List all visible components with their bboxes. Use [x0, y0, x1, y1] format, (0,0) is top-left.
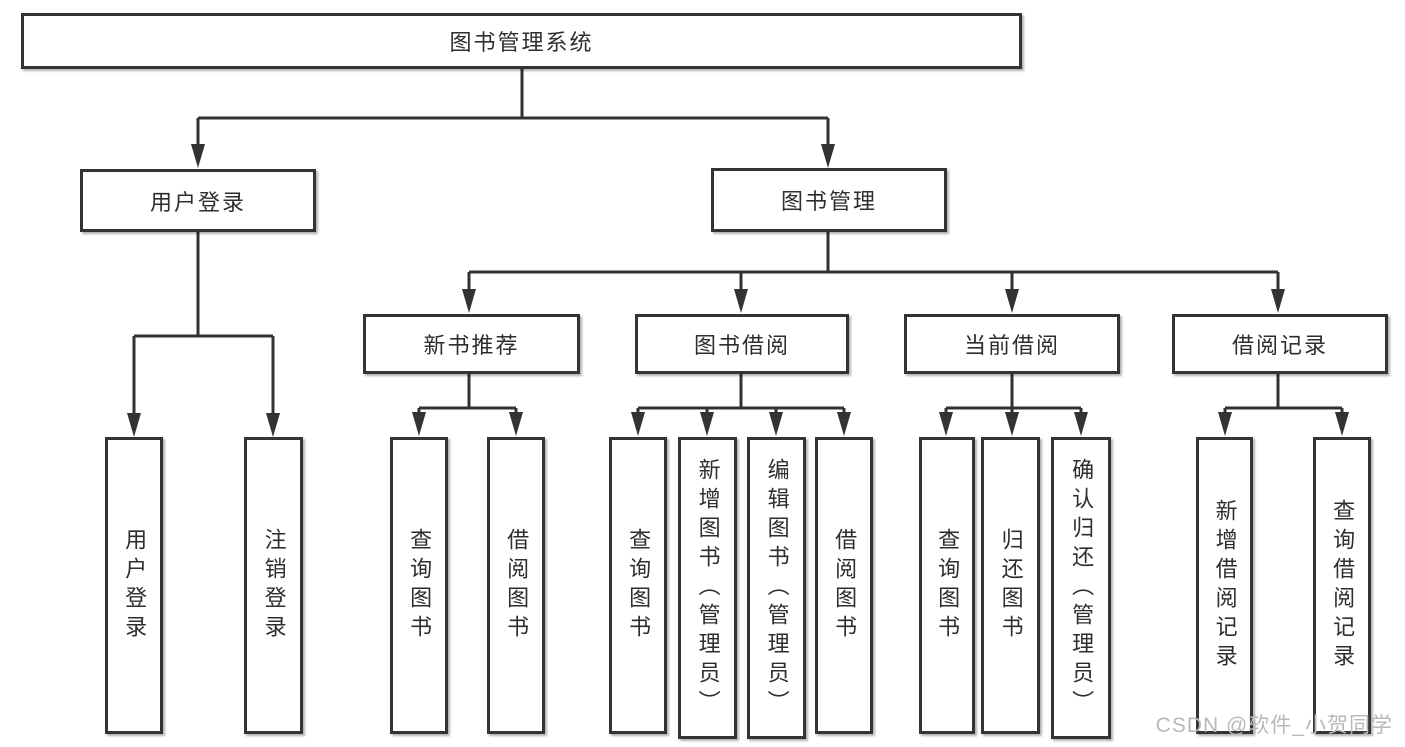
node-label: 用户登录	[149, 189, 246, 215]
leaf-label: 用户登录	[122, 527, 148, 644]
leaf-add-borrow-record: 新增借阅记录	[1196, 437, 1253, 734]
leaf-label: 编辑图书（管理员）	[764, 457, 790, 719]
leaf-borrow-books-recommend: 借阅图书	[487, 437, 545, 734]
arrowhead	[462, 289, 476, 313]
leaf-label: 查询借阅记录	[1330, 498, 1356, 673]
leaf-borrow-books: 借阅图书	[815, 437, 873, 734]
arrowhead	[1005, 289, 1019, 313]
node-current-borrow: 当前借阅	[904, 314, 1120, 374]
node-label: 新书推荐	[423, 333, 520, 358]
node-label: 图书管理	[780, 189, 877, 214]
node-borrow-records: 借阅记录	[1172, 314, 1388, 374]
arrowhead	[939, 412, 953, 436]
leaf-label: 归还图书	[998, 527, 1024, 644]
node-book-management: 图书管理	[711, 168, 947, 232]
arrowhead	[837, 412, 851, 436]
csdn-watermark: CSDN @软件_小贺同学	[1155, 714, 1393, 737]
leaf-search-borrow-record: 查询借阅记录	[1313, 437, 1371, 734]
arrowhead	[509, 412, 523, 436]
arrowhead	[1271, 289, 1285, 313]
arrowhead	[700, 412, 714, 436]
leaf-search-books-recommend: 查询图书	[390, 437, 448, 734]
leaf-label: 查询图书	[626, 527, 652, 644]
leaf-add-book-admin: 新增图书（管理员）	[678, 437, 737, 739]
leaf-label: 注销登录	[261, 527, 287, 644]
leaf-logout: 注销登录	[244, 437, 303, 734]
leaf-return-book: 归还图书	[981, 437, 1040, 734]
node-label: 借阅记录	[1231, 333, 1328, 358]
arrowhead	[127, 413, 141, 437]
arrowhead	[191, 144, 205, 168]
arrowhead	[412, 412, 426, 436]
arrowhead	[266, 413, 280, 437]
node-user-login: 用户登录	[80, 169, 316, 232]
arrowhead-group	[127, 144, 1349, 437]
arrowhead	[821, 144, 835, 168]
leaf-user-login: 用户登录	[105, 437, 163, 734]
node-label: 图书借阅	[693, 333, 790, 358]
arrowhead	[1218, 412, 1232, 436]
node-new-book-recommend: 新书推荐	[363, 314, 580, 374]
leaf-label: 借阅图书	[504, 527, 530, 644]
node-book-borrow: 图书借阅	[635, 314, 849, 374]
arrowhead	[1005, 412, 1019, 436]
node-library-system: 图书管理系统	[21, 13, 1022, 69]
leaf-search-books-borrow: 查询图书	[609, 437, 667, 734]
arrowhead	[1074, 412, 1088, 436]
arrowhead	[631, 412, 645, 436]
leaf-label: 新增图书（管理员）	[695, 457, 721, 719]
connector-paths	[132, 69, 1344, 416]
node-label: 图书管理系统	[449, 30, 594, 55]
leaf-confirm-return-admin: 确认归还（管理员）	[1051, 437, 1111, 739]
leaf-label: 新增借阅记录	[1212, 498, 1238, 673]
node-label: 当前借阅	[963, 333, 1060, 358]
leaf-search-books-current: 查询图书	[919, 437, 975, 734]
leaf-label: 查询图书	[935, 527, 961, 644]
arrowhead	[1335, 412, 1349, 436]
leaf-edit-book-admin: 编辑图书（管理员）	[747, 437, 806, 739]
arrowhead	[769, 412, 783, 436]
leaf-label: 查询图书	[407, 527, 433, 644]
leaf-label: 确认归还（管理员）	[1069, 457, 1095, 719]
arrowhead	[734, 289, 748, 313]
leaf-label: 借阅图书	[832, 527, 858, 644]
